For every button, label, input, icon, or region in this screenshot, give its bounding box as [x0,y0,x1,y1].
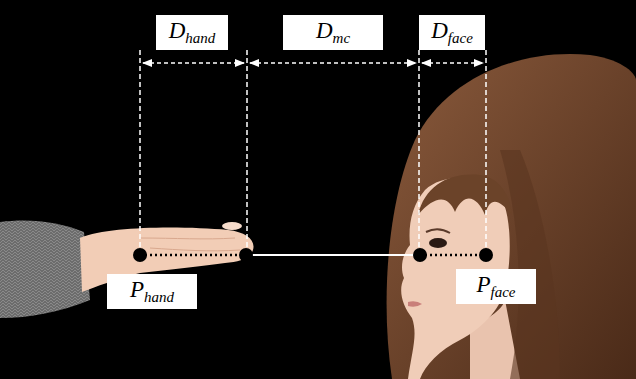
dimension-label: Pface [476,273,515,300]
dimension-guides [140,50,486,248]
label-box: Pface [456,269,536,304]
robot-head [387,54,636,379]
dimension-label: Phand [130,278,174,305]
dimension-label: Dface [431,19,473,46]
dimension-label: Dhand [169,19,216,46]
label-box: Dhand [156,15,228,50]
label-box: Dmc [283,15,383,50]
label-box: Dface [419,15,485,50]
measure-line [133,248,493,262]
label-box: Phand [107,274,197,309]
dimension-label: Dmc [316,19,350,46]
human-hand [0,220,254,318]
dimension-arrows [143,62,483,64]
